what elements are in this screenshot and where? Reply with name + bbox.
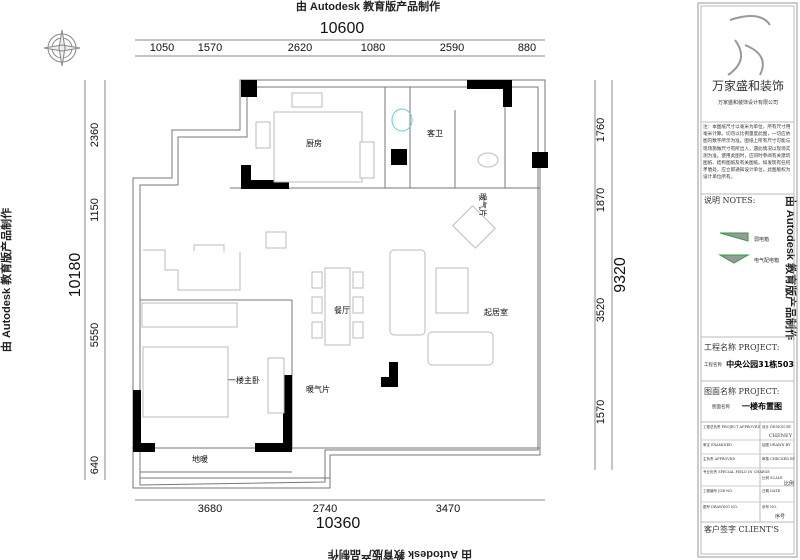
project-name: 中央公园31栋503 [726, 359, 794, 369]
svg-text:序号 NO.: 序号 NO. [762, 504, 777, 509]
svg-text:日期 DATE: 日期 DATE [762, 488, 781, 493]
drawing-name: 一楼布置图 [742, 401, 782, 411]
svg-text:工程总负责 PROJECT APPROVED: 工程总负责 PROJECT APPROVED [703, 424, 760, 429]
svg-text:设计 DESIGN BY: 设计 DESIGN BY [762, 424, 792, 429]
dim-bottom-2: 2740 [313, 503, 337, 515]
svg-text:审核 CHECKED BY: 审核 CHECKED BY [762, 456, 796, 461]
dim-bottom-1: 3680 [198, 503, 222, 515]
dim-right-1: 1760 [595, 118, 607, 142]
dim-top-total: 10600 [320, 20, 365, 37]
dim-right-2: 1870 [595, 188, 607, 212]
dim-bottom-3: 3470 [436, 503, 460, 515]
watermark-top: 由 Autodesk 教育版产品制作 [296, 0, 440, 13]
legend-weak-current-box: 弱电箱 [719, 232, 769, 243]
notes-label: 说明 NOTES: [704, 195, 755, 205]
svg-text:比例 SCALE: 比例 SCALE [762, 475, 783, 480]
dim-left-4: 640 [89, 456, 101, 474]
svg-text:专业负责 SPECIAL FIELD IN CHARGE: 专业负责 SPECIAL FIELD IN CHARGE [703, 469, 770, 474]
dim-left-2: 1150 [89, 198, 101, 222]
svg-text:主负责 APPROVED: 主负责 APPROVED [703, 456, 735, 461]
dim-right-total: 9320 [612, 257, 629, 293]
svg-text:图号 DRAWING NO.: 图号 DRAWING NO. [703, 504, 738, 509]
room-label-floor-heating: 地暖 [192, 454, 208, 464]
room-label-dining: 餐厅 [334, 306, 350, 315]
dim-top-5: 2590 [440, 42, 464, 54]
room-label-radiator-1: 暖气片 [478, 193, 488, 217]
dim-bottom-total: 10360 [316, 515, 361, 532]
dim-top-3: 2620 [288, 42, 312, 54]
scale-value: 比例 [784, 480, 794, 487]
project-label: 工程名称 PROJECT: [704, 342, 779, 352]
svg-text:工程名称: 工程名称 [704, 361, 722, 368]
legend-distribution-box: 电气配电箱 [718, 254, 779, 264]
company-logo-text: 万家盛和装饰 [712, 78, 784, 93]
drawing-label: 图面名称 PROJECT: [704, 386, 779, 396]
dim-top-4: 1080 [361, 42, 385, 54]
info-rows: 工程总负责 PROJECT APPROVED 设计 DESIGN BY CHEN… [701, 424, 796, 520]
svg-text:弱电箱: 弱电箱 [754, 236, 769, 243]
company-name: 万家盛和装饰设计有限公司 [718, 99, 778, 106]
svg-text:绘图 DRAWN BY: 绘图 DRAWN BY [762, 442, 791, 447]
client-signature-label: 客户签字 CLIENT'S [704, 524, 779, 534]
notes-text: 注：本图纸尺寸以毫米为单位，所有尺寸用毫米计算。切勿以比例量度此图，一切应依图内… [703, 125, 791, 181]
svg-text:工程编号 JOB NO.: 工程编号 JOB NO. [703, 488, 733, 493]
room-label-master-bedroom: 一楼主卧 [228, 375, 260, 385]
svg-text:图面名称: 图面名称 [712, 403, 730, 410]
room-label-living: 起居室 [484, 307, 508, 317]
room-label-guest-bath: 客卫 [427, 128, 443, 138]
watermark-right: 由 Autodesk 教育版产品制作 [784, 196, 798, 340]
furniture [141, 92, 499, 418]
title-block: 万家盛和装饰 万家盛和装饰设计有限公司 注：本图纸尺寸以毫米为单位，所有尺寸用毫… [697, 2, 798, 558]
designer-name: CHENEY [769, 433, 793, 439]
company-logo-icon [727, 15, 771, 76]
svg-text:审定 EXAMINED: 审定 EXAMINED [703, 442, 732, 447]
dim-right-4: 1570 [595, 400, 607, 424]
watermark-bottom: 由 Autodesk 教育版产品制作 [328, 548, 472, 560]
watermark-left: 由 Autodesk 教育版产品制作 [0, 208, 13, 352]
compass-icon [43, 29, 81, 67]
dim-left-1: 2360 [89, 123, 101, 147]
dim-left-3: 5550 [89, 323, 101, 347]
room-label-radiator-2: 暖气片 [306, 384, 330, 394]
sequence-value: 序号 [775, 513, 785, 520]
dim-top-1: 1050 [150, 42, 174, 54]
room-label-kitchen: 厨房 [306, 138, 322, 148]
dim-right-3: 3520 [595, 298, 607, 322]
dim-top-6: 880 [518, 42, 536, 54]
dim-top-2: 1570 [198, 42, 222, 54]
svg-text:电气配电箱: 电气配电箱 [754, 257, 779, 264]
dim-left-total: 10180 [67, 253, 84, 298]
